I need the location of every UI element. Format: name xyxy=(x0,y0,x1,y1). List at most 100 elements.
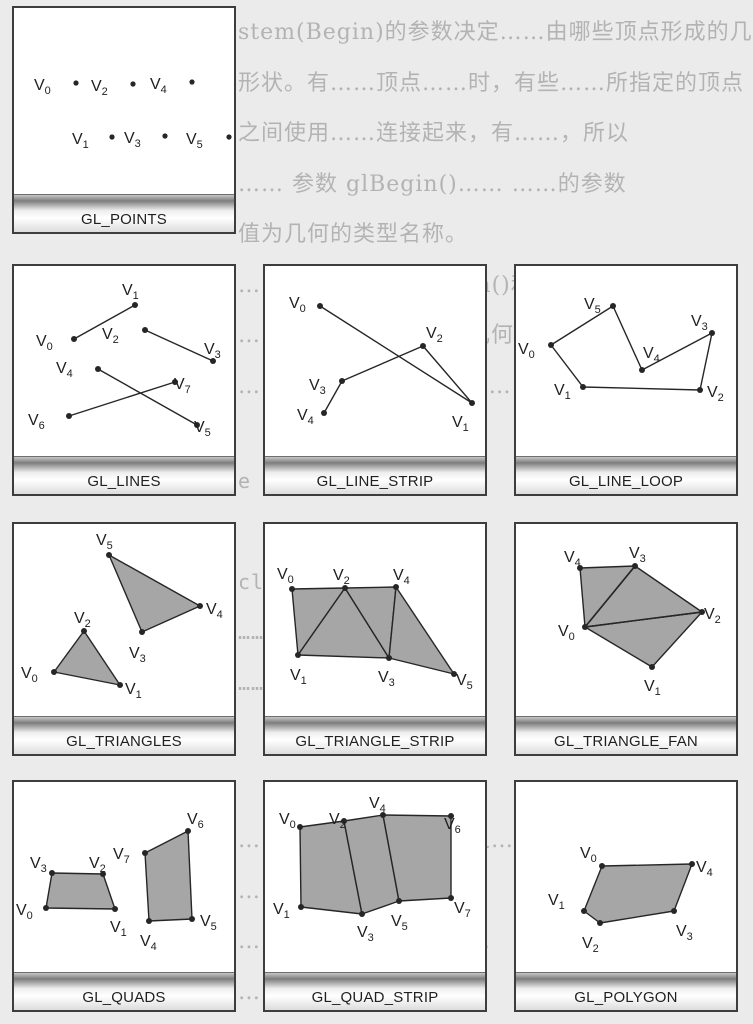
primitive-face xyxy=(144,830,193,922)
primitive-face xyxy=(45,872,116,910)
line-segment xyxy=(68,381,176,417)
vertex-label: V6 xyxy=(28,412,45,432)
vertex-label: V1 xyxy=(72,131,89,151)
vertex-label: V2 xyxy=(333,567,350,587)
vertex-label: V2 xyxy=(89,855,106,875)
panel-caption: GL_QUADS xyxy=(14,972,234,1010)
vertex-label: V0 xyxy=(34,77,51,97)
vertex-dot xyxy=(109,134,115,140)
vertex-dot xyxy=(393,584,399,590)
primitive-face xyxy=(108,554,201,633)
closed-path xyxy=(550,305,713,391)
vertex-label: V2 xyxy=(582,935,599,955)
vertex-label: V2 xyxy=(91,78,108,98)
vertex-label: V4 xyxy=(297,407,314,427)
panel-caption: GL_TRIANGLE_FAN xyxy=(516,716,736,754)
vertex-label: V3 xyxy=(204,341,221,361)
line-segment xyxy=(97,368,198,426)
vertex-dot xyxy=(226,134,232,140)
vertex-dot xyxy=(298,904,304,910)
vertex-dot xyxy=(210,358,216,364)
vertex-dot xyxy=(448,895,454,901)
vertex-dot xyxy=(386,655,392,661)
vertex-label: V3 xyxy=(30,855,47,875)
panel-caption: GL_LINE_STRIP xyxy=(265,456,485,494)
vertex-dot xyxy=(139,629,145,635)
vertex-dot xyxy=(359,911,365,917)
vertex-dot xyxy=(132,302,138,308)
vertex-label: V3 xyxy=(378,669,395,689)
vertex-label: V5 xyxy=(584,296,601,316)
closed-path xyxy=(583,863,693,924)
vertex-dot xyxy=(142,850,148,856)
vertex-label: V1 xyxy=(273,901,290,921)
vertex-label: V4 xyxy=(643,345,660,365)
vertex-dot xyxy=(172,379,178,385)
vertex-dot xyxy=(599,863,605,869)
vertex-label: V4 xyxy=(56,360,73,380)
vertex-label: V2 xyxy=(426,325,443,345)
fan-edge xyxy=(584,611,703,628)
vertex-dot xyxy=(289,586,295,592)
vertex-label: V5 xyxy=(186,131,203,151)
vertex-dot xyxy=(66,413,72,419)
vertex-dot xyxy=(671,908,677,914)
background-text-line: 形状。有……顶点……时，有些……所指定的顶点 xyxy=(238,70,745,96)
background-text-line: …… 参数 glBegin()…… ……的参数 xyxy=(238,171,627,197)
vertex-dot xyxy=(341,818,347,824)
vertex-label: V0 xyxy=(21,665,38,685)
vertex-dot xyxy=(639,367,645,373)
panel-caption: GL_POINTS xyxy=(14,194,234,232)
vertex-label: V3 xyxy=(691,313,708,333)
vertex-label: V3 xyxy=(629,545,646,565)
vertex-dot xyxy=(189,79,195,85)
vertex-label: V0 xyxy=(558,623,575,643)
vertex-dot xyxy=(580,384,586,390)
vertex-dot xyxy=(396,898,402,904)
vertex-dot xyxy=(582,624,588,630)
vertex-label: V1 xyxy=(110,919,127,939)
vertex-label: V1 xyxy=(290,667,307,687)
vertex-dot xyxy=(689,861,695,867)
vertex-label: V3 xyxy=(124,130,141,150)
vertex-dot xyxy=(632,563,638,569)
background-text-line: 值为几何的类型名称。 xyxy=(238,222,469,247)
vertex-label: V0 xyxy=(289,295,306,315)
vertex-dot xyxy=(194,422,200,428)
vertex-dot xyxy=(577,565,583,571)
vertex-dot xyxy=(95,366,101,372)
vertex-dot xyxy=(649,664,655,670)
vertex-dot xyxy=(142,327,148,333)
vertex-dot xyxy=(339,378,345,384)
panel-caption: GL_LINES xyxy=(14,456,234,494)
vertex-label: V7 xyxy=(113,846,130,866)
vertex-label: V6 xyxy=(187,811,204,831)
vertex-dot xyxy=(699,609,705,615)
vertex-label: V0 xyxy=(16,902,33,922)
vertex-label: V4 xyxy=(140,933,157,953)
vertex-label: V5 xyxy=(96,532,113,552)
vertex-label: V2 xyxy=(329,811,346,831)
vertex-label: V1 xyxy=(554,382,571,402)
vertex-label: V1 xyxy=(452,414,469,434)
vertex-dot xyxy=(49,870,55,876)
vertex-label: V1 xyxy=(122,282,139,302)
vertex-dot xyxy=(610,303,616,309)
vertex-dot xyxy=(709,330,715,336)
vertex-dot xyxy=(189,916,195,922)
vertex-dot xyxy=(581,908,587,914)
primitive-face xyxy=(53,630,121,686)
vertex-dot xyxy=(597,920,603,926)
